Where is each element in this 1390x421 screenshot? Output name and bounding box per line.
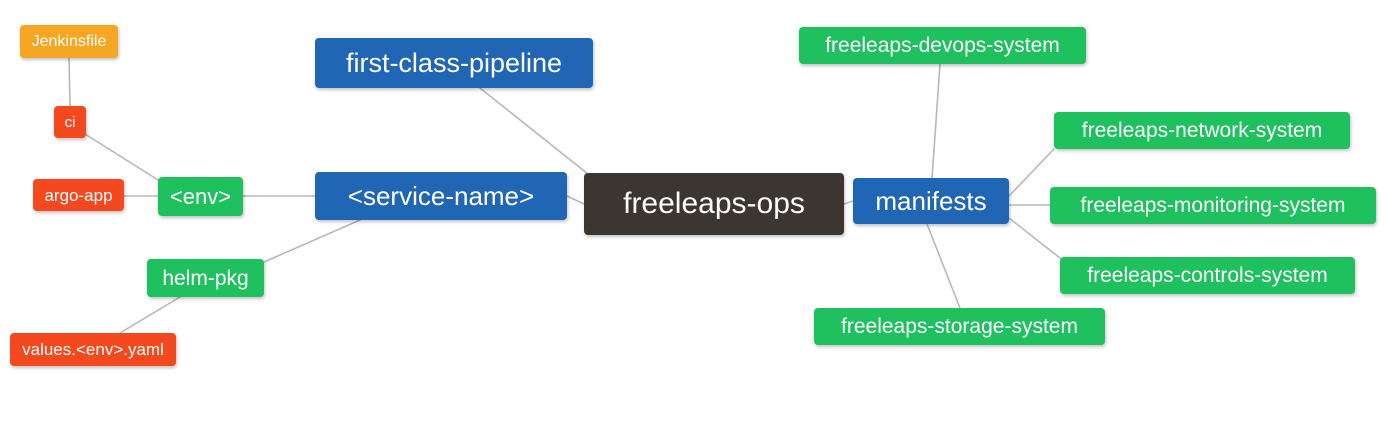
mindmap-edge: [119, 296, 181, 334]
mindmap-node-argo-app[interactable]: argo-app: [33, 179, 124, 211]
mindmap-edge: [68, 57, 71, 107]
mindmap-node-freeleaps-network-system[interactable]: freeleaps-network-system: [1054, 112, 1350, 149]
mindmap-node-freeleaps-monitoring-system[interactable]: freeleaps-monitoring-system: [1050, 187, 1376, 224]
mindmap-edge: [1008, 217, 1061, 259]
mindmap-node-jenkinsfile[interactable]: Jenkinsfile: [20, 25, 118, 58]
mindmap-node-helm-pkg[interactable]: helm-pkg: [147, 259, 264, 297]
mindmap-edge: [1008, 148, 1055, 197]
mindmap-node-freeleaps-controls-system[interactable]: freeleaps-controls-system: [1060, 257, 1355, 294]
mindmap-node-ci[interactable]: ci: [54, 106, 86, 138]
mindmap-node-freeleaps-ops[interactable]: freeleaps-ops: [584, 173, 844, 235]
mindmap-node-label: <service-name>: [347, 181, 535, 211]
mindmap-node-label: <env>: [169, 183, 232, 209]
mindmap-node-env[interactable]: <env>: [158, 177, 243, 216]
mindmap-edge: [843, 200, 854, 205]
mindmap-node-label: freeleaps-monitoring-system: [1080, 194, 1346, 217]
mindmap-node-label: freeleaps-ops: [623, 187, 805, 220]
mindmap-edge: [479, 87, 594, 179]
mindmap-node-label: freeleaps-storage-system: [841, 315, 1078, 338]
mindmap-node-label: values.<env>.yaml: [22, 340, 164, 359]
mindmap-node-label: ci: [64, 113, 76, 131]
mindmap-node-freeleaps-devops-system[interactable]: freeleaps-devops-system: [799, 27, 1086, 64]
mindmap-edge: [84, 133, 159, 181]
mindmap-node-first-class-pipeline[interactable]: first-class-pipeline: [315, 38, 593, 88]
mindmap-node-label: freeleaps-network-system: [1081, 119, 1323, 142]
mindmap-node-manifests[interactable]: manifests: [853, 178, 1009, 224]
mindmap-node-freeleaps-storage-system[interactable]: freeleaps-storage-system: [814, 308, 1105, 345]
mindmap-edge: [263, 219, 361, 263]
mindmap-node-label: argo-app: [44, 185, 113, 205]
mindmap-node-label: manifests: [875, 186, 987, 216]
mindmap-edge: [926, 223, 961, 309]
mindmap-edge: [931, 63, 941, 179]
mindmap-node-label: freeleaps-devops-system: [825, 34, 1060, 57]
mindmap-node-label: first-class-pipeline: [345, 47, 563, 78]
mindmap-node-label: Jenkinsfile: [31, 32, 107, 50]
mindmap-node-label: helm-pkg: [162, 266, 249, 290]
mindmap-node-label: freeleaps-controls-system: [1087, 264, 1328, 287]
mindmap-edge: [566, 195, 585, 205]
mindmap-node-values-env-yaml[interactable]: values.<env>.yaml: [10, 333, 176, 366]
mindmap-node-service-name[interactable]: <service-name>: [315, 172, 567, 220]
